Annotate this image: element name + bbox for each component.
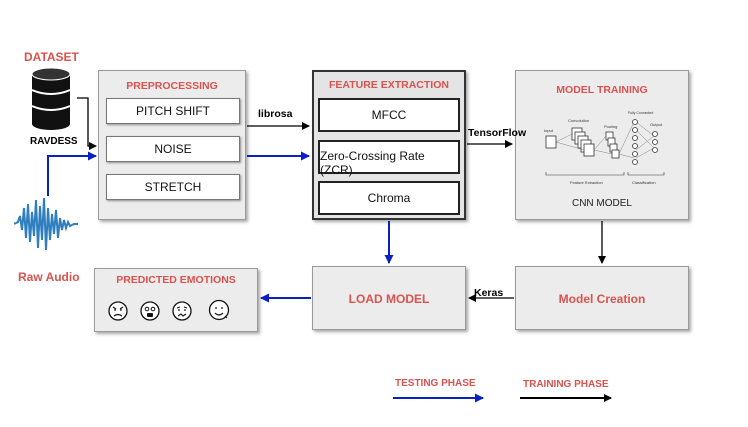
waveform-icon	[13, 196, 78, 252]
mfcc-feature: MFCC	[318, 98, 460, 132]
predicted-emotions-box: PREDICTED EMOTIONS	[94, 268, 258, 332]
angry-face-icon	[108, 300, 128, 322]
load-model-label: LOAD MODEL	[348, 292, 430, 306]
cnn-output-label: Output	[650, 122, 663, 127]
cnn-diagram: Input Convolution Pooling Fully Connecte…	[540, 108, 670, 190]
testing-phase-label: TESTING PHASE	[395, 378, 476, 389]
database-icon	[31, 67, 71, 130]
stretch-step: STRETCH	[106, 174, 240, 200]
predicted-emotions-title: PREDICTED EMOTIONS	[116, 274, 236, 286]
zcr-feature: Zero-Crossing Rate (ZCR)	[318, 140, 460, 177]
dataset-title: DATASET	[24, 50, 79, 64]
dataset-name: RAVDESS	[30, 136, 78, 147]
noise-step: NOISE	[106, 136, 240, 162]
cnn-convolution-label: Convolution	[568, 118, 589, 123]
tensorflow-label: TensorFlow	[468, 127, 527, 139]
raw-audio-label: Raw Audio	[18, 270, 80, 284]
cnn-classification-label: Classification	[632, 180, 656, 185]
preprocessing-title: PREPROCESSING	[126, 80, 218, 92]
training-phase-label: TRAINING PHASE	[523, 379, 609, 390]
cnn-input-label: Input	[544, 128, 554, 133]
model-creation-label: Model Creation	[558, 292, 646, 306]
feature-extraction-title: FEATURE EXTRACTION	[329, 79, 449, 91]
load-model-box	[312, 266, 466, 330]
cnn-model-caption: CNN MODEL	[571, 198, 632, 209]
model-creation-box	[515, 266, 689, 330]
surprised-face-icon	[140, 300, 160, 322]
sad-face-icon	[172, 300, 192, 322]
cnn-feature-extraction-label: Feature Extraction	[570, 180, 603, 185]
chroma-feature: Chroma	[318, 181, 460, 215]
cnn-pooling-label: Pooling	[604, 124, 617, 129]
model-training-box: MODEL TRAINING	[515, 70, 689, 220]
model-training-title: MODEL TRAINING	[556, 84, 648, 96]
arrow-raw-audio-to-preprocessing	[47, 151, 97, 196]
librosa-label: librosa	[258, 108, 293, 120]
arrow-dataset-to-preprocessing	[77, 97, 97, 150]
cnn-fully-connected-label: Fully Connected	[628, 111, 653, 115]
pitch-shift-step: PITCH SHIFT	[106, 98, 240, 124]
keras-label: Keras	[474, 287, 504, 299]
happy-face-icon	[208, 298, 230, 322]
